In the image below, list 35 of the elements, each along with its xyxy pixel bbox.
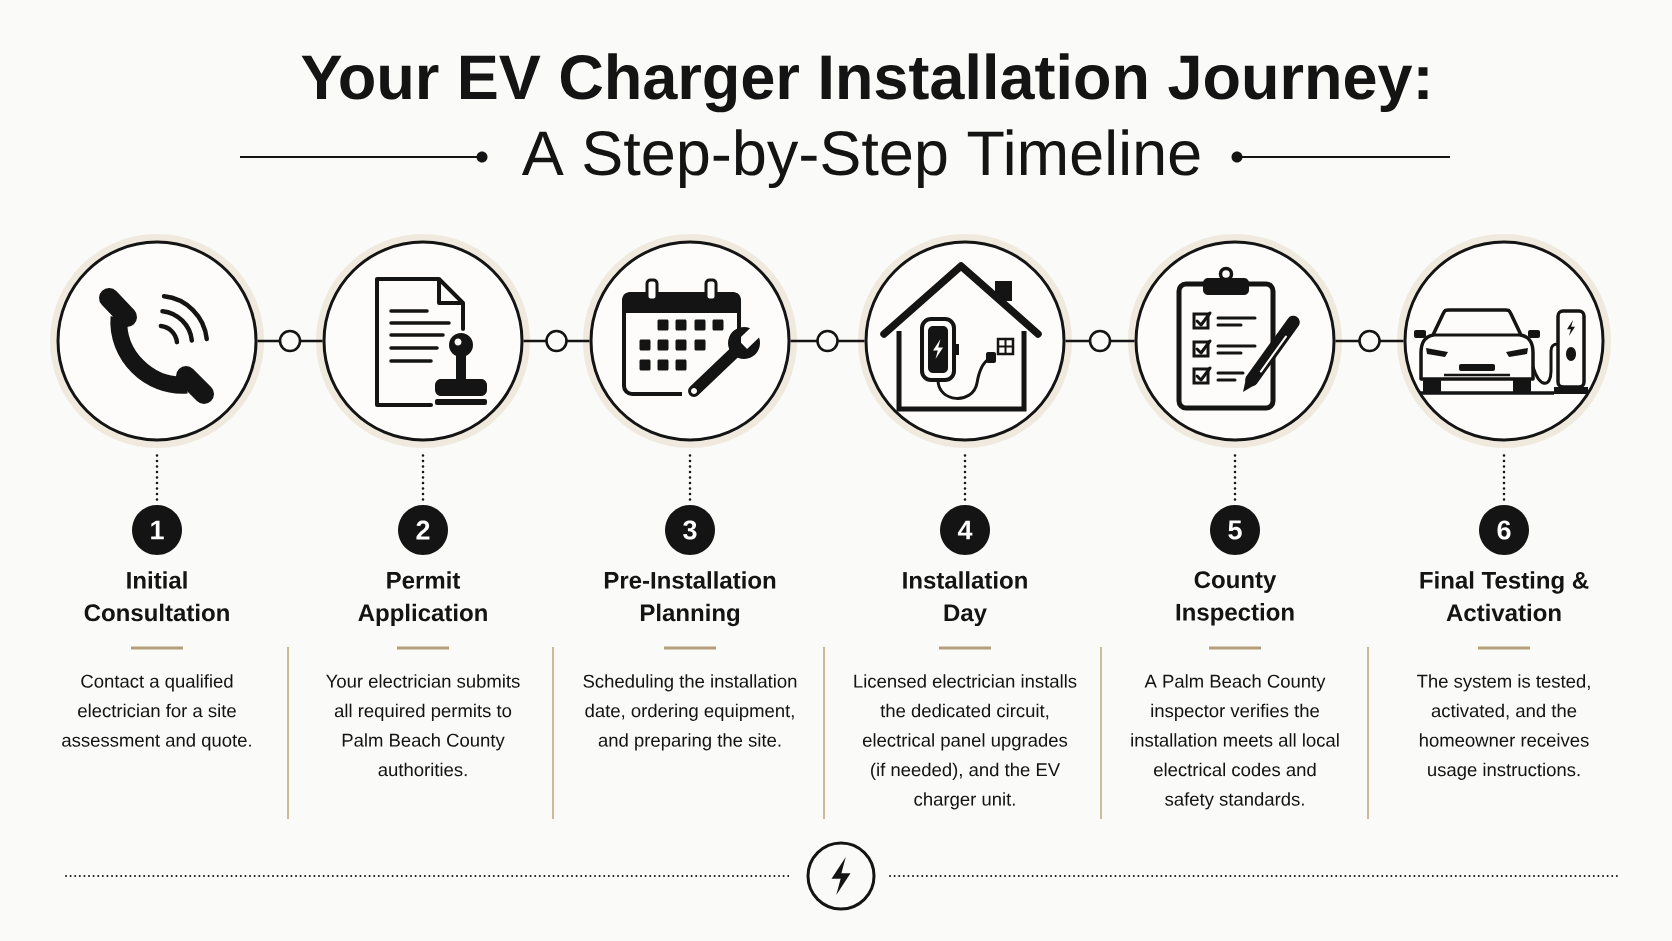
step-description: Your electrician submits all required permits to Palm Beach County authorities. — [326, 674, 520, 777]
step-description: Licensed electrician installs the dedicated circuit, electrical panel upgrades (if needed), and the EV charger unit. — [854, 674, 1077, 810]
step-heading: Final Testing & Activation — [1420, 571, 1589, 622]
connector-line — [421, 454, 425, 503]
step-description: The system is tested, activated, and the homeowner receives usage instructions. — [1417, 674, 1590, 780]
number-badge: 5 — [1210, 505, 1260, 555]
number-badge: 1 — [132, 505, 182, 555]
step-heading: Initial Consultation — [84, 571, 229, 622]
icon-circle — [50, 234, 264, 448]
connector-line — [1233, 454, 1237, 503]
connector-line — [1502, 454, 1506, 503]
connector-line — [523, 329, 590, 353]
step-heading: Pre-Installation Planning — [604, 571, 776, 627]
connector-line — [1065, 329, 1135, 353]
step-description: Contact a qualified electrician for a site assessment and quote. — [62, 674, 251, 751]
step-heading: County Inspection — [1176, 571, 1294, 626]
icon-circle — [858, 234, 1072, 448]
connector-line — [688, 454, 692, 503]
connector-line — [257, 329, 323, 353]
step-heading: Installation Day — [903, 571, 1027, 627]
number-badge: 6 — [1479, 505, 1529, 555]
number-badge: 2 — [398, 505, 448, 555]
subtitle: A Step-by-Step Timeline — [521, 129, 1200, 189]
connector-line — [963, 454, 967, 503]
connector-line — [790, 329, 865, 353]
icon-circle — [1128, 234, 1342, 448]
number-badge: 3 — [665, 505, 715, 555]
step-description: A Palm Beach County inspector verifies the installation meets all local electrical codes and safety standards. — [1131, 674, 1339, 810]
title: Your EV Charger Installation Journey: — [301, 53, 1428, 113]
step-description: Scheduling the installation date, ordering equipment, and preparing the site. — [583, 674, 797, 751]
number-badge: 4 — [940, 505, 990, 555]
icon-circle — [316, 234, 530, 448]
connector-line — [155, 454, 159, 503]
connector-line — [1335, 329, 1404, 353]
step-heading: Permit Application — [358, 571, 487, 627]
